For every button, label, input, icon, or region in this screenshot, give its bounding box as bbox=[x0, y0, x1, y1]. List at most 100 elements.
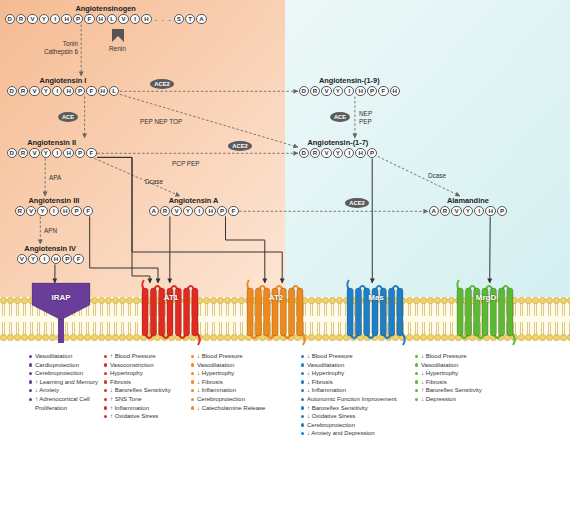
residue-circle: H bbox=[390, 86, 400, 96]
residue-circle: T bbox=[185, 14, 195, 24]
residue-circle: D bbox=[299, 148, 309, 158]
transmembrane-helix bbox=[499, 288, 505, 336]
enzyme-oval: ACE bbox=[58, 112, 78, 122]
enzyme-label: Renin bbox=[109, 45, 126, 53]
effect-item: ↑ Baroreflex Sensitivity bbox=[414, 386, 514, 395]
transmembrane-helix bbox=[457, 288, 463, 336]
transmembrane-helix bbox=[142, 288, 148, 336]
binding-arrow bbox=[226, 216, 265, 283]
amino-acid-sequence: DRVYIHPFHLVIH...STA bbox=[4, 13, 207, 24]
ras-protective-panel bbox=[285, 0, 570, 300]
peptide-name: Angiotensin II bbox=[6, 138, 97, 147]
peptide-node: Angiotensin-(1-9)DRVYIHPFH bbox=[298, 76, 401, 96]
enzyme-label: PCP PEP bbox=[172, 160, 200, 168]
effect-item: ↓ Depression bbox=[414, 395, 514, 404]
residue-circle: P bbox=[217, 206, 227, 216]
receptor-shape bbox=[245, 283, 307, 341]
effect-item: ↑ Learning and Memory bbox=[28, 378, 104, 387]
residue-circle: I bbox=[344, 148, 354, 158]
residue-circle: I bbox=[344, 86, 354, 96]
residue-circle: Y bbox=[183, 206, 193, 216]
conversion-arrow bbox=[45, 158, 46, 196]
binding-arrow bbox=[90, 216, 158, 283]
residue-circle: F bbox=[228, 206, 238, 216]
residue-circle: H bbox=[60, 206, 70, 216]
peptide-name: Angiotensin-(1-7) bbox=[298, 138, 378, 147]
residue-circle: Y bbox=[37, 206, 47, 216]
peptide-node: AlamandineARVYIHP bbox=[428, 196, 508, 216]
peptide-node: Angiotensin AARVYIHPF bbox=[148, 196, 239, 216]
residue-circle: R bbox=[15, 206, 25, 216]
receptor-shape bbox=[140, 283, 202, 341]
effect-item: ↑ SNS Tone bbox=[103, 395, 187, 404]
conversion-arrow bbox=[84, 96, 85, 138]
enzyme-oval: ACE2 bbox=[345, 198, 369, 208]
residue-circle: . bbox=[153, 14, 159, 24]
conversion-arrow bbox=[97, 153, 298, 154]
peptide-name: Angiotensin IV bbox=[16, 244, 84, 253]
residue-circle: R bbox=[440, 206, 450, 216]
enzyme-name: ACE bbox=[334, 114, 346, 120]
effect-item: ↓ Fibrosis bbox=[190, 378, 295, 387]
amino-acid-sequence: DRVYIHP bbox=[298, 147, 378, 158]
conversion-arrow bbox=[378, 156, 460, 196]
residue-circle: S bbox=[174, 14, 184, 24]
residue-circle: H bbox=[63, 86, 73, 96]
effect-item: Vasoconstriction bbox=[103, 361, 187, 370]
residue-circle: . bbox=[160, 14, 166, 24]
effect-item: ↓ Anxiety bbox=[28, 386, 104, 395]
residue-circle: V bbox=[27, 14, 37, 24]
residue-circle: H bbox=[141, 14, 151, 24]
binding-arrow bbox=[97, 157, 150, 283]
residue-circle: F bbox=[83, 206, 93, 216]
effect-item: ↓ Fibrosis bbox=[414, 378, 514, 387]
effects-list: VasodilatationCardioprotectionCerebropro… bbox=[28, 352, 104, 412]
amino-acid-sequence: VYIHPF bbox=[16, 253, 84, 264]
enzyme-oval: ACE bbox=[330, 112, 350, 122]
residue-circle: V bbox=[26, 206, 36, 216]
receptor-node: IRAP bbox=[30, 283, 92, 341]
binding-arrow bbox=[97, 157, 282, 283]
transmembrane-helix bbox=[247, 288, 253, 336]
effect-item: Cerebroprotection bbox=[190, 395, 295, 404]
residue-circle: L bbox=[109, 86, 119, 96]
residue-circle: Y bbox=[28, 254, 38, 264]
effect-item: ↑ Baroreflex Sensitivity bbox=[300, 404, 412, 413]
residue-circle: H bbox=[61, 14, 71, 24]
residue-circle: V bbox=[321, 148, 331, 158]
residue-circle: I bbox=[50, 14, 60, 24]
residue-circle: V bbox=[29, 148, 39, 158]
amino-acid-sequence: DRVYIHPFHL bbox=[6, 85, 120, 96]
residue-circle: Y bbox=[333, 148, 343, 158]
effect-item: Cerebroprotection bbox=[28, 369, 104, 378]
residue-circle: P bbox=[367, 148, 377, 158]
receptor-name: IRAP bbox=[30, 293, 92, 302]
enzyme-label: Cathepsin 6 bbox=[20, 48, 78, 56]
residue-circle: I bbox=[49, 206, 59, 216]
enzyme-label: Tonin bbox=[38, 40, 78, 48]
effect-item: ↓ Blood Pressure bbox=[300, 352, 412, 361]
residue-circle: F bbox=[378, 86, 388, 96]
effect-item: Fibrosis bbox=[103, 378, 187, 387]
transmembrane-helix bbox=[297, 288, 303, 336]
transmembrane-helix bbox=[507, 288, 513, 336]
receptor-shape bbox=[30, 283, 92, 341]
effect-item: Cardioprotection bbox=[28, 361, 104, 370]
transmembrane-helix bbox=[389, 288, 395, 336]
residue-circle: I bbox=[474, 206, 484, 216]
residue-circle: R bbox=[310, 148, 320, 158]
residue-circle: I bbox=[52, 148, 62, 158]
conversion-arrow bbox=[40, 216, 41, 244]
effect-item: ↑ Blood Pressure bbox=[103, 352, 187, 361]
enzyme-name: ACE2 bbox=[349, 200, 364, 206]
residue-circle: I bbox=[194, 206, 204, 216]
effect-item: ↓ Fibrosis bbox=[300, 378, 412, 387]
enzyme-label: Dcase bbox=[428, 172, 446, 180]
amino-acid-sequence: ARVYIHPF bbox=[148, 205, 239, 216]
enzyme-oval: ACE2 bbox=[228, 141, 252, 151]
conversion-arrow bbox=[120, 94, 298, 147]
transmembrane-helix bbox=[184, 288, 190, 336]
effect-item: ↓ Anxiety and Depression bbox=[300, 429, 412, 438]
residue-circle: A bbox=[149, 206, 159, 216]
residue-circle: Y bbox=[41, 86, 51, 96]
